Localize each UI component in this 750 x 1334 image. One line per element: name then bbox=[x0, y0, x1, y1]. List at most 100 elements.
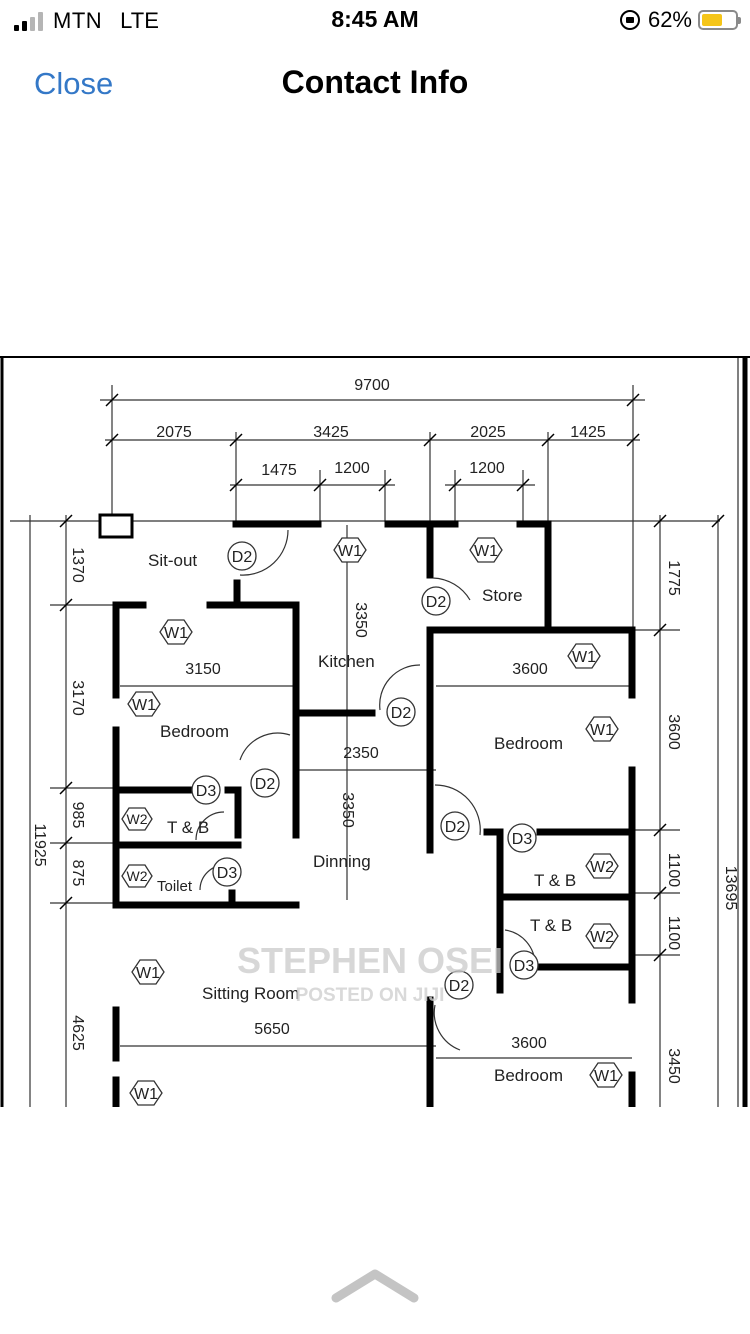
door-tags: D2 D2 D2 D2 D2 D2 D3 D3 D3 D3 bbox=[191, 541, 539, 1000]
battery-fill bbox=[702, 14, 722, 26]
door-tag: D2 bbox=[227, 541, 257, 571]
door-tag: D3 bbox=[212, 857, 242, 887]
window-tag: W1 bbox=[127, 691, 161, 717]
door-tag: D3 bbox=[191, 775, 221, 805]
svg-text:D3: D3 bbox=[217, 865, 238, 882]
dimension-label: 1475 bbox=[261, 462, 297, 479]
room-label-tb-left: T & B bbox=[167, 818, 209, 837]
walls bbox=[112, 520, 636, 1107]
svg-text:W2: W2 bbox=[127, 811, 148, 827]
svg-text:D3: D3 bbox=[196, 783, 217, 800]
door-tag: D3 bbox=[509, 950, 539, 980]
dimension-label: 3600 bbox=[511, 1035, 547, 1052]
dimension-label: 1370 bbox=[69, 547, 86, 583]
dimension-label: 3350 bbox=[339, 792, 356, 828]
room-label-bedroom-right-top: Bedroom bbox=[494, 734, 563, 753]
door-tag: D2 bbox=[440, 811, 470, 841]
dimension-labels: 9700 2075 3425 2025 1425 1475 1200 1200 … bbox=[31, 377, 739, 1084]
svg-text:D2: D2 bbox=[426, 594, 447, 611]
floor-plan-drawing: 9700 2075 3425 2025 1425 1475 1200 1200 … bbox=[0, 355, 750, 1107]
room-label-sitting-room: Sitting Room bbox=[202, 984, 299, 1003]
window-tag: W2 bbox=[585, 923, 619, 949]
window-tag: W1 bbox=[567, 643, 601, 669]
svg-text:D2: D2 bbox=[391, 705, 412, 722]
svg-text:D2: D2 bbox=[232, 549, 253, 566]
window-tag: W1 bbox=[131, 959, 165, 985]
rotation-lock-icon bbox=[619, 10, 640, 30]
nav-bar: Close Contact Info bbox=[0, 50, 750, 120]
svg-text:D2: D2 bbox=[445, 819, 466, 836]
dimension-label: 3350 bbox=[352, 602, 369, 638]
svg-text:W2: W2 bbox=[127, 868, 148, 884]
close-button[interactable]: Close bbox=[34, 66, 114, 101]
window-tag: W1 bbox=[469, 537, 503, 563]
svg-text:W1: W1 bbox=[594, 1068, 618, 1085]
svg-text:D3: D3 bbox=[514, 958, 535, 975]
svg-text:W2: W2 bbox=[590, 929, 614, 946]
dimension-label: 985 bbox=[69, 802, 86, 829]
svg-text:W2: W2 bbox=[590, 859, 614, 876]
dimension-label: 1100 bbox=[665, 853, 682, 888]
window-tag: W2 bbox=[585, 853, 619, 879]
room-label-toilet: Toilet bbox=[157, 878, 193, 895]
dimension-label: 3600 bbox=[512, 661, 548, 678]
window-tag: W1 bbox=[585, 716, 619, 742]
dimension-label: 3150 bbox=[185, 661, 221, 678]
signal-icon bbox=[14, 11, 43, 31]
door-tag: D2 bbox=[386, 697, 416, 727]
status-left: MTN LTE bbox=[14, 8, 159, 34]
dimension-label: 9700 bbox=[354, 377, 390, 394]
page-title: Contact Info bbox=[281, 64, 469, 100]
dimension-label: 2350 bbox=[343, 745, 379, 762]
room-label-bedroom-right-bottom: Bedroom bbox=[494, 1066, 563, 1085]
floor-plan-image[interactable]: 9700 2075 3425 2025 1425 1475 1200 1200 … bbox=[0, 355, 750, 1107]
room-label-kitchen: Kitchen bbox=[318, 652, 375, 671]
window-tag: W2 bbox=[121, 864, 153, 888]
svg-text:D2: D2 bbox=[255, 776, 276, 793]
svg-text:W1: W1 bbox=[136, 965, 160, 982]
dimension-label: 3425 bbox=[313, 424, 349, 441]
window-tag: W1 bbox=[129, 1080, 163, 1106]
dimension-label: 1100 bbox=[665, 916, 682, 951]
dimension-label: 2025 bbox=[470, 424, 506, 441]
battery-icon bbox=[698, 10, 741, 30]
dimension-label: 3450 bbox=[665, 1048, 682, 1084]
window-tags: W1 W1 W1 W1 W1 W1 W1 W1 W1 W2 W2 W2 W2 bbox=[121, 537, 623, 1106]
window-tag: W1 bbox=[159, 619, 193, 645]
room-label-tb-right-1: T & B bbox=[534, 871, 576, 890]
svg-text:W1: W1 bbox=[572, 649, 596, 666]
dimension-ticks bbox=[59, 393, 725, 962]
svg-text:D3: D3 bbox=[512, 831, 533, 848]
svg-text:W1: W1 bbox=[164, 625, 188, 642]
dimension-label: 3170 bbox=[69, 680, 86, 716]
dimension-label: 4625 bbox=[69, 1015, 86, 1051]
room-label-tb-right-2: T & B bbox=[530, 916, 572, 935]
dimension-label: 13695 bbox=[722, 866, 739, 911]
room-labels: Sit-out Store Kitchen Bedroom Bedroom T … bbox=[148, 551, 576, 1085]
watermark: STEPHEN OSEI bbox=[237, 940, 503, 981]
svg-text:W1: W1 bbox=[338, 543, 362, 560]
svg-text:W1: W1 bbox=[134, 1086, 158, 1103]
dimension-label: 1200 bbox=[469, 460, 505, 477]
svg-text:W1: W1 bbox=[132, 697, 156, 714]
dimension-label: 1775 bbox=[665, 560, 682, 596]
window-tag: W1 bbox=[589, 1062, 623, 1088]
svg-text:W1: W1 bbox=[590, 722, 614, 739]
dimension-label: 1425 bbox=[570, 424, 606, 441]
watermark-sub: POSTED ON JIJI bbox=[296, 985, 445, 1006]
window-tag: W1 bbox=[333, 537, 367, 563]
dimension-label: 875 bbox=[69, 860, 86, 887]
dimension-label: 5650 bbox=[254, 1021, 290, 1038]
room-label-sitout: Sit-out bbox=[148, 551, 197, 570]
window-tag: W2 bbox=[121, 807, 153, 831]
battery-percent: 62% bbox=[647, 7, 692, 32]
chevron-up-icon[interactable] bbox=[330, 1264, 420, 1304]
carrier-name: MTN bbox=[53, 8, 103, 33]
room-label-store: Store bbox=[482, 586, 523, 605]
svg-text:D2: D2 bbox=[449, 978, 470, 995]
door-tag: D2 bbox=[444, 970, 474, 1000]
room-label-dining: Dinning bbox=[313, 852, 371, 871]
dimension-label: 1200 bbox=[334, 460, 370, 477]
status-bar: MTN LTE 8:45 AM 62% bbox=[0, 0, 750, 40]
dimension-label: 2075 bbox=[156, 424, 192, 441]
